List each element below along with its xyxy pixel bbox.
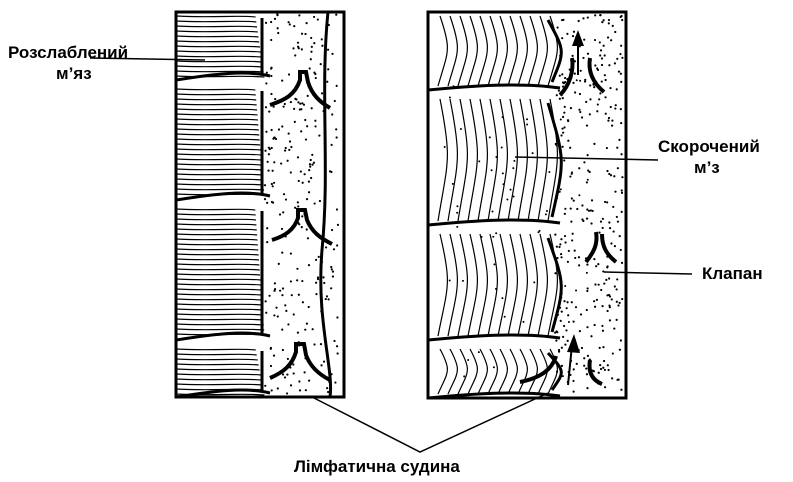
contracted-muscle-label-line1: Скорочений — [658, 136, 760, 157]
leader-lines — [90, 58, 692, 452]
relaxed-muscle-panel — [176, 12, 339, 397]
contracted-panel-frame — [428, 12, 626, 398]
contracted-muscle-panel — [428, 14, 624, 398]
relaxed-muscle-label-line2: м’яз — [8, 63, 128, 84]
valve-label: Клапан — [702, 263, 763, 284]
contracted-muscle-label-line2: м’з — [658, 157, 760, 178]
relaxed-muscle-label-line1: Розслаблений — [8, 42, 128, 63]
contracted-muscle-label: Скорочений м’з — [658, 136, 760, 178]
muscle-fibers-right — [428, 16, 561, 398]
relaxed-panel-frame — [176, 12, 344, 397]
lymph-vessel-label: Лімфатична судина — [294, 456, 460, 477]
muscle-fibers-left — [176, 16, 270, 397]
relaxed-muscle-label: Розслаблений м’яз — [8, 42, 128, 84]
